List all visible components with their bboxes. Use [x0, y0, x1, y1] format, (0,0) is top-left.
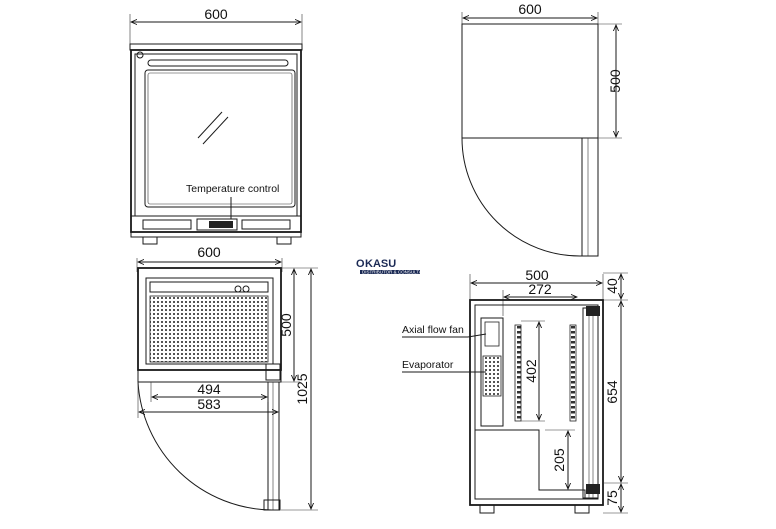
plan-door-handle: [263, 499, 281, 511]
section-foot-rear: [479, 504, 495, 514]
controller-display: [209, 221, 233, 228]
plan-open-depth-label: 1025: [294, 373, 310, 404]
front-width-label: 600: [204, 6, 228, 22]
glass-panel: [144, 69, 296, 208]
section-foot-dimension: 75: [603, 484, 628, 514]
plan-outer-width-label: 583: [197, 396, 221, 412]
foot-right: [276, 236, 292, 245]
front-view: 600 Temperature control: [129, 6, 303, 245]
open-door: [581, 137, 599, 257]
plan-compressor-block: [149, 281, 269, 293]
shelf-rail-rear: [514, 324, 522, 422]
evaporator-callout: Evaporator: [402, 359, 486, 373]
section-inner-depth-dimension: 272: [502, 281, 577, 316]
vent-grille-right: [241, 219, 291, 230]
section-shelf-height-label: 402: [523, 359, 539, 383]
okasu-logo: O KASU DISTRIBUTOR & CONSULTANT: [356, 258, 428, 275]
plan-door-closed: [137, 369, 282, 383]
plan-width-label: 600: [197, 244, 221, 260]
temperature-control-label: Temperature control: [186, 183, 279, 195]
side-depth-label: 500: [607, 69, 623, 93]
section-depth-dimension: 500: [469, 267, 604, 300]
side-depth-dimension: 500: [598, 23, 623, 139]
plan-hinge: [265, 363, 281, 381]
temperature-controller: [196, 218, 238, 231]
plan-wire-shelf: [149, 295, 269, 363]
section-top-dimension: 40: [603, 272, 628, 301]
door-hinge-bottom: [586, 484, 600, 494]
section-view: 500 272 40: [402, 267, 628, 514]
door-handle: [147, 59, 289, 67]
plan-depth-dimension: 500: [278, 267, 300, 383]
section-depth-label: 500: [525, 267, 549, 283]
logo-prefix: O: [356, 258, 365, 270]
side-width-dimension: 600: [461, 1, 599, 24]
axial-fan-label: Axial flow fan: [402, 324, 464, 336]
plan-inner-width-label: 494: [197, 381, 221, 397]
logo-text: KASU: [365, 258, 396, 270]
compressor-compartment: [474, 429, 586, 500]
plan-fitting: [242, 285, 250, 293]
evaporator-coil: [482, 355, 502, 397]
section-lower-label: 205: [551, 448, 567, 472]
section-total-height-dimension: 654: [603, 301, 628, 484]
plan-outer-width-dimension: 583: [137, 382, 278, 418]
section-cabinet: [469, 299, 604, 506]
shelf-rail-front: [569, 324, 577, 422]
glass-inner-edge: [147, 72, 293, 205]
glass-reflection-line: [197, 111, 223, 139]
section-top-label: 40: [604, 278, 620, 294]
plan-width-dimension: 600: [136, 244, 283, 272]
plan-fitting: [234, 285, 242, 293]
section-foot-label: 75: [604, 490, 620, 506]
plan-inner-width-dimension: 494: [150, 381, 269, 402]
section-lower-dimension: 205: [545, 429, 575, 489]
evaporator-label: Evaporator: [402, 359, 454, 371]
plan-door-open: [267, 381, 280, 511]
plan-open-depth-dimension: 1025: [281, 267, 318, 511]
section-door: [582, 307, 599, 499]
plan-view: 600 494 583 500: [136, 244, 318, 511]
section-inner-depth-label: 272: [528, 281, 552, 297]
foot-left: [142, 236, 158, 245]
plan-depth-label: 500: [278, 313, 294, 337]
cabinet-outline-top: [461, 23, 599, 139]
axial-fan-callout: Axial flow fan: [402, 324, 487, 338]
axial-fan: [484, 321, 500, 347]
cabinet-body: [130, 49, 302, 233]
side-swing-view: 600 500: [461, 1, 623, 257]
plan-inner-wall: [145, 277, 274, 365]
section-foot-front: [574, 504, 590, 514]
cabinet-base: [130, 231, 302, 238]
side-width-label: 600: [518, 1, 542, 17]
door-hinge-top: [586, 306, 600, 316]
glass-reflection-line: [202, 116, 229, 145]
vent-grille-left: [142, 219, 192, 230]
front-width-dimension: 600: [129, 6, 303, 44]
logo-tagline: DISTRIBUTOR & CONSULTANT: [362, 270, 428, 275]
door-swing-arc: [461, 137, 583, 257]
logo-bar: [360, 270, 420, 274]
lock-icon: [136, 51, 144, 59]
section-shelf-height-dimension: 402: [521, 320, 545, 422]
temperature-control-callout: Temperature control: [186, 183, 279, 219]
section-total-height-label: 654: [604, 380, 620, 404]
